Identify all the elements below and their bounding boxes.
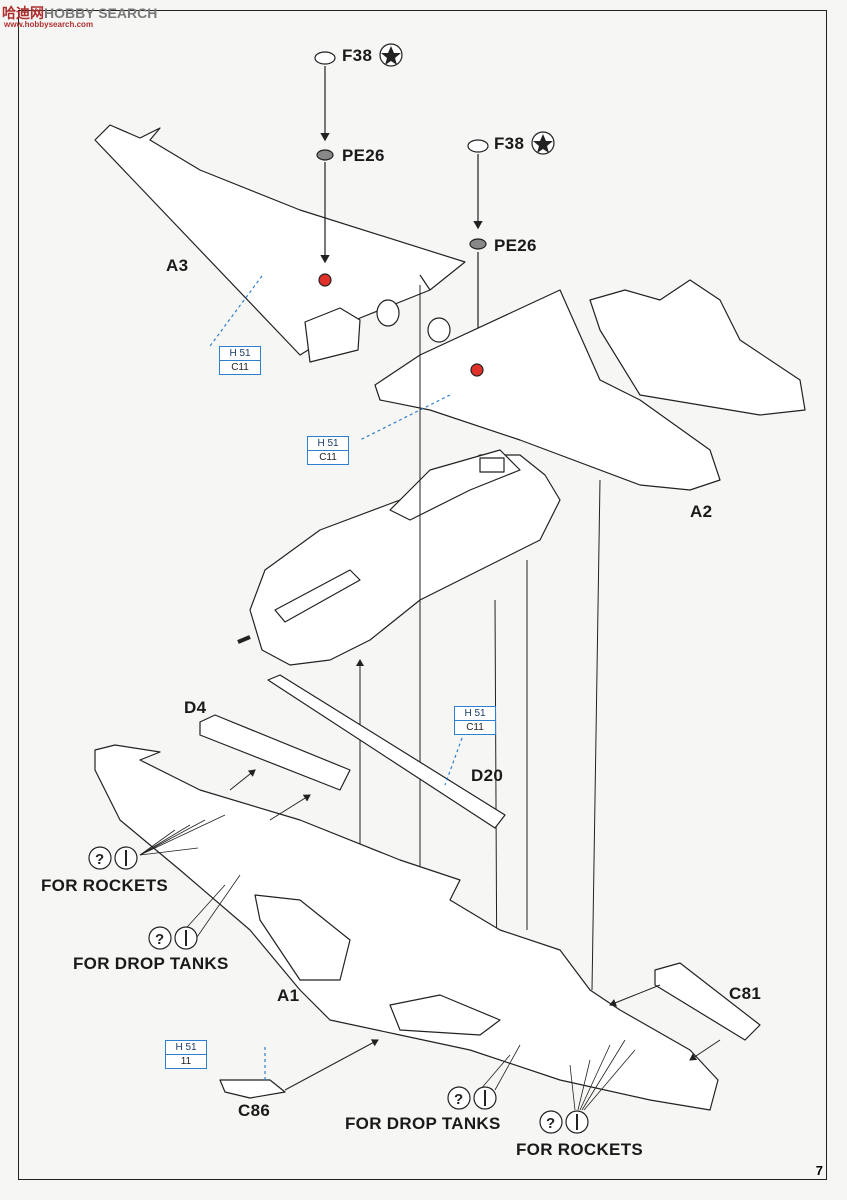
- intake-a3: [419, 274, 431, 291]
- part-pe26-left: [316, 149, 334, 161]
- svg-text:?: ?: [95, 851, 104, 868]
- tail-fin: [589, 279, 806, 416]
- part-f38-right: [467, 139, 489, 153]
- question-icon: [148, 926, 172, 950]
- question-icon: [539, 1110, 563, 1134]
- wing-a3: [94, 124, 466, 356]
- label-c86: C86: [238, 1101, 271, 1120]
- note-rockets-left: FOR ROCKETS: [41, 876, 169, 895]
- note-drop-tanks-bottom: FOR DROP TANKS: [345, 1114, 501, 1133]
- part-c81: [654, 962, 761, 1041]
- label-d20: D20: [471, 766, 504, 785]
- icon-group-rockets-bottom: ?: [539, 1110, 589, 1134]
- part-f38-left: [314, 51, 336, 65]
- label-pe26-right: PE26: [494, 236, 537, 255]
- label-pe26-left: PE26: [342, 146, 385, 165]
- page-border: [18, 10, 827, 1180]
- question-icon: [88, 846, 112, 870]
- svg-text:?: ?: [454, 1091, 463, 1108]
- label-a3: A3: [166, 256, 189, 275]
- wheel-well-right: [389, 994, 501, 1036]
- part-d20: [267, 674, 506, 829]
- icon-group-droptanks-left: ?: [148, 926, 198, 950]
- label-a2: A2: [690, 502, 713, 521]
- star-icon: [379, 43, 403, 67]
- highlight-part-right: [470, 363, 484, 377]
- radiator-a3: [304, 307, 361, 363]
- wing-a2: [374, 289, 721, 491]
- label-a1: A1: [277, 986, 300, 1005]
- wing-a1: [94, 744, 719, 1111]
- label-c81: C81: [729, 984, 762, 1003]
- part-d4: [199, 714, 351, 791]
- page-number: 7: [815, 1163, 823, 1178]
- label-f38-left: F38: [342, 46, 373, 65]
- part-pe26-right: [469, 238, 487, 250]
- note-drop-tanks-left: FOR DROP TANKS: [73, 954, 229, 973]
- watermark-site: www.hobbysearch.com: [4, 20, 94, 29]
- wheel-well-left: [254, 894, 351, 981]
- icon-group-droptanks-bottom: ?: [447, 1086, 497, 1110]
- note-rockets-bottom: FOR ROCKETS: [516, 1140, 644, 1159]
- fuselage: [249, 454, 561, 666]
- svg-text:?: ?: [546, 1115, 555, 1132]
- label-f38-right: F38: [494, 134, 525, 153]
- label-d4: D4: [184, 698, 207, 717]
- watermark: 哈迪网HOBBY SEARCH: [2, 5, 158, 21]
- question-icon: [447, 1086, 471, 1110]
- part-c86: [219, 1079, 286, 1099]
- star-icon: [531, 131, 555, 155]
- svg-text:?: ?: [155, 931, 164, 948]
- highlight-part-left: [318, 273, 332, 287]
- icon-group-rockets-left: ?: [88, 846, 138, 870]
